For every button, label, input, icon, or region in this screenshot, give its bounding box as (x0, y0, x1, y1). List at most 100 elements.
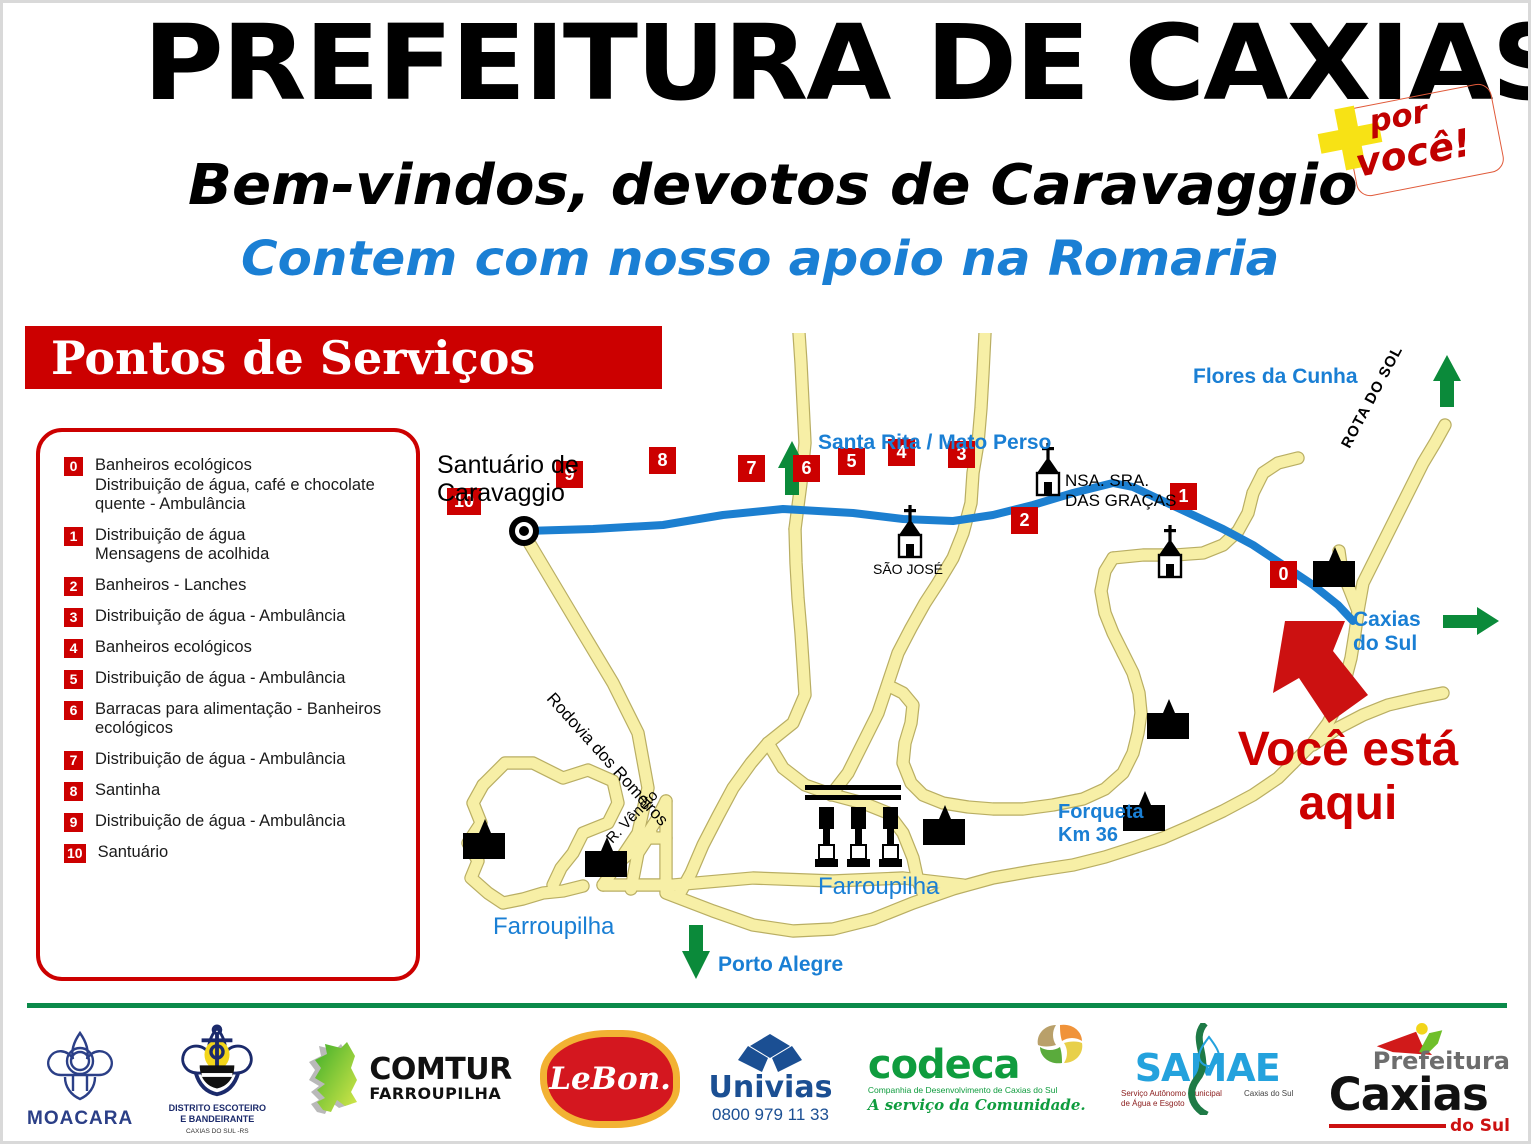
legend-item-label: Banheiros ecológicos (95, 637, 252, 656)
logo-caption-codeca-sub: Companhia de Desenvolvimento de Caxias d… (867, 1084, 1058, 1095)
legend-item-number: 10 (64, 843, 86, 863)
section-title-text: Pontos de Serviços (51, 331, 536, 385)
map-marker-5[interactable]: 5 (838, 448, 865, 475)
legend-item-number: 2 (64, 576, 83, 596)
logo-samae: SAMAE Serviço Autônomo Municipal de Água… (1121, 1023, 1293, 1135)
page-title: PREFEITURA DE CAXIAS (143, 2, 1531, 124)
legend-item-number: 3 (64, 607, 83, 627)
map-label-porto-alegre: Porto Alegre (718, 953, 844, 976)
map-label-sanctuary: Santuário de Caravaggio (437, 451, 579, 507)
legend-item[interactable]: 2 Banheiros - Lanches (64, 576, 404, 596)
legend-item-number: 6 (64, 700, 83, 720)
legend-item-label: Banheiros ecológicos Distribuição de águ… (95, 456, 375, 513)
scout-anchor-emblem-icon (181, 1024, 254, 1097)
logo-caption-caxias: Caxias (1328, 1068, 1489, 1121)
logo-caption-distrito: DISTRITO ESCOTEIRO E BANDEIRANTE (168, 1103, 266, 1124)
map-label-flores-da-cunha: Flores da Cunha (1193, 365, 1358, 388)
sanctuary-point-icon (509, 516, 539, 546)
map-label-santa-rita: Santa Rita / Mato Perso (818, 431, 1052, 454)
lebon-blob-shape: LeBon. (547, 1037, 674, 1121)
railway-and-overpass-icons (805, 785, 902, 867)
map-marker-10[interactable]: 10 (447, 488, 481, 515)
logo-lebon: LeBon. (547, 1023, 674, 1135)
legend-item[interactable]: 4 Banheiros ecológicos (64, 638, 404, 658)
map-marker-3[interactable]: 3 (948, 441, 975, 468)
logo-caption-comtur: COMTUR (369, 1052, 512, 1087)
logo-caption-univias-phone: 0800 979 11 33 (712, 1105, 829, 1124)
legend-item-number: 4 (64, 638, 83, 658)
logo-caption-samae-sub: Serviço Autônomo Municipal de Água e Esg… (1121, 1089, 1222, 1108)
you-are-here-arrow-icon (1273, 621, 1368, 723)
logo-caption-moacara: MOACARA (27, 1107, 134, 1129)
logo-prefeitura-caxias: Prefeitura Caxias do Sul (1328, 1023, 1510, 1136)
town-sign-icons (463, 547, 1355, 877)
map-label-forqueta: Forqueta Km 36 (1058, 801, 1144, 846)
por-voce-stamp: por você! (1313, 81, 1507, 199)
samae-wave-drop-icon (1187, 1023, 1220, 1115)
legend-item-label: Santinha (95, 780, 161, 799)
arrow-right-caxias-do-sul-icon (1443, 607, 1499, 635)
legend-item-label: Barracas para alimentação - Banheiros ec… (95, 699, 382, 738)
legend-item-number: 1 (64, 526, 83, 546)
map-marker-7[interactable]: 7 (738, 455, 765, 482)
pilgrim-route-line (521, 479, 1357, 625)
legend-item-label: Distribuição de água - Ambulância (95, 749, 346, 768)
legend-item[interactable]: 9 Distribuição de água - Ambulância (64, 812, 404, 832)
map-label-farroupilha-left: Farroupilha (493, 913, 615, 940)
map-canvas: .rd { fill:#f7efa6; stroke:#b9ae63; stro… (433, 333, 1513, 993)
logo-caption-prefeitura: Prefeitura (1372, 1047, 1510, 1075)
legend-item-label: Distribuição de água Mensagens de acolhi… (95, 525, 270, 564)
legend-item-label: Santuário (97, 842, 169, 861)
map-marker-8[interactable]: 8 (649, 447, 676, 474)
legend-item[interactable]: 1 Distribuição de água Mensagens de acolh… (64, 526, 404, 565)
map-marker-2[interactable]: 2 (1011, 507, 1038, 534)
legend-item[interactable]: 5 Distribuição de água - Ambulância (64, 669, 404, 689)
logo-distrito-escoteiro: DISTRITO ESCOTEIRO E BANDEIRANTE CAXIAS … (169, 1023, 266, 1135)
logo-caption-univias: Univias (708, 1070, 833, 1105)
prefeitura-person-icon (1377, 1023, 1443, 1055)
legend-item[interactable]: 0 Banheiros ecológicos Distribuição de ág… (64, 456, 404, 515)
map-marker-4[interactable]: 4 (888, 439, 915, 466)
chapel-icon-unnamed (1157, 525, 1183, 579)
legend-item[interactable]: 7 Distribuição de água - Ambulância (64, 750, 404, 770)
logo-caption-samae: SAMAE (1134, 1046, 1281, 1090)
legend-item-number: 9 (64, 812, 83, 832)
legend-item[interactable]: 10 Santuário (64, 843, 404, 863)
legend-item-label: Distribuição de água - Ambulância (95, 811, 346, 830)
legend-item-label: Distribuição de água - Ambulância (95, 668, 346, 687)
map-label-caxias-do-sul: Caxias do Sul (1353, 608, 1421, 655)
logo-caption-codeca-tagline: A serviço da Comunidade. (867, 1095, 1086, 1114)
map-label-farroupilha-right: Farroupilha (818, 873, 940, 900)
legend-item-label: Banheiros - Lanches (95, 575, 247, 594)
logo-moacara: MOACARA (27, 1023, 133, 1135)
map-label-chapel-gracas: NSA. SRA. DAS GRAÇAS (1065, 471, 1177, 510)
chapel-icon-nsa-sra-gracas (1035, 443, 1061, 497)
legend-item[interactable]: 8 Santinha (64, 781, 404, 801)
logo-caption-do-sul: do Sul (1450, 1116, 1510, 1136)
legend-item[interactable]: 6 Barracas para alimentação - Banheiros e… (64, 700, 404, 739)
legend-item-label: Distribuição de água - Ambulância (95, 606, 346, 625)
map-marker-6[interactable]: 6 (793, 455, 820, 482)
univias-wings-icon (738, 1034, 803, 1072)
map-marker-9[interactable]: 9 (556, 461, 583, 488)
legend-item[interactable]: 3 Distribuição de água - Ambulância (64, 607, 404, 627)
legend-item-number: 5 (64, 669, 83, 689)
codeca-leaves-icon (1037, 1024, 1082, 1064)
legend-item-number: 0 (64, 457, 83, 476)
logo-caption-comtur-city: FARROUPILHA (369, 1084, 502, 1103)
map-graphics: .rd { fill:#f7efa6; stroke:#b9ae63; stro… (461, 333, 1499, 979)
legend-item-number: 7 (64, 750, 83, 770)
sponsor-logo-strip: MOACARA DISTRITO ESCOTEIRO E BANDEIRANTE… (27, 1019, 1510, 1139)
map-marker-0[interactable]: 0 (1270, 561, 1297, 588)
logo-univias: Univias 0800 979 11 33 (708, 1023, 833, 1135)
fleur-de-lis-icon (47, 1030, 114, 1100)
legend-item-number: 8 (64, 781, 83, 801)
logo-caption-distrito-city: CAXIAS DO SUL -RS (185, 1128, 249, 1135)
arrow-down-porto-alegre-icon (682, 925, 710, 979)
map-marker-1[interactable]: 1 (1170, 483, 1197, 510)
header-subtitle-welcome: Bem-vindos, devotos de Caravaggio (188, 153, 1358, 218)
logo-caption-samae-city: Caxias do Sul (1243, 1089, 1294, 1098)
comtur-map-shape-icon (309, 1042, 358, 1114)
